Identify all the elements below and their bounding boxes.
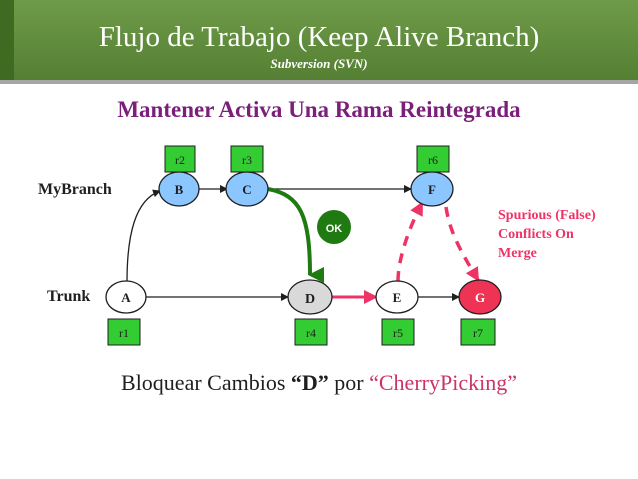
node-b-label: B <box>175 182 184 197</box>
revision-box-r2: r2 <box>164 145 196 173</box>
trunk-label: Trunk <box>47 288 90 305</box>
note-line-1: Spurious (False) <box>498 208 596 223</box>
node-a: A <box>105 280 147 314</box>
revision-box-r3: r3 <box>230 145 264 173</box>
node-d: D <box>287 279 333 315</box>
revision-r7: r7 <box>473 326 483 340</box>
note-line-2: Conflicts On <box>498 227 574 242</box>
slide-header: Flujo de Trabajo (Keep Alive Branch) Sub… <box>0 0 638 86</box>
revision-r2: r2 <box>175 153 185 167</box>
node-d-label: D <box>305 292 315 307</box>
revision-box-r4: r4 <box>294 318 328 346</box>
note-line-3: Merge <box>498 246 537 261</box>
node-e: E <box>375 280 419 314</box>
merge-c-to-d-arrow <box>267 187 325 283</box>
revision-box-r1: r1 <box>107 318 141 346</box>
caption-part-1: Bloquear Cambios <box>121 370 291 395</box>
revision-box-r6: r6 <box>416 145 450 173</box>
node-c: C <box>225 171 269 207</box>
node-g: G <box>458 279 502 315</box>
ok-badge-label: OK <box>326 223 343 235</box>
header-rule <box>0 80 638 84</box>
spurious-conflicts-note: Spurious (False) Conflicts On Merge <box>498 208 596 261</box>
node-c-label: C <box>242 182 251 197</box>
node-f: F <box>410 171 454 207</box>
revision-r4: r4 <box>306 326 316 340</box>
revision-r1: r1 <box>119 326 129 340</box>
bottom-caption: Bloquear Cambios “D” por “CherryPicking” <box>0 369 638 397</box>
slide-title: Flujo de Trabajo (Keep Alive Branch) <box>98 21 540 53</box>
node-b: B <box>158 171 200 207</box>
revision-r5: r5 <box>393 326 403 340</box>
branch-label: MyBranch <box>38 181 112 198</box>
node-g-label: G <box>475 290 485 305</box>
section-heading: Mantener Activa Una Rama Reintegrada <box>117 97 521 122</box>
caption-part-4: “CherryPicking” <box>369 370 517 395</box>
edge-a-to-b <box>126 189 161 283</box>
slide-subtitle: Subversion (SVN) <box>270 56 368 71</box>
merge-f-to-g-arrow <box>444 206 480 282</box>
revision-box-r7: r7 <box>460 318 496 346</box>
merge-e-to-f-arrow <box>396 201 424 282</box>
node-e-label: E <box>393 290 402 305</box>
caption-part-3: por <box>328 370 370 395</box>
revision-box-r5: r5 <box>381 318 415 346</box>
revision-r3: r3 <box>242 153 252 167</box>
caption-part-2: “D” <box>290 370 329 395</box>
header-strip <box>0 0 14 80</box>
node-a-label: A <box>121 290 131 305</box>
header-band <box>0 0 638 80</box>
revision-r6: r6 <box>428 153 438 167</box>
ok-badge: OK <box>317 210 351 244</box>
node-f-label: F <box>428 182 436 197</box>
